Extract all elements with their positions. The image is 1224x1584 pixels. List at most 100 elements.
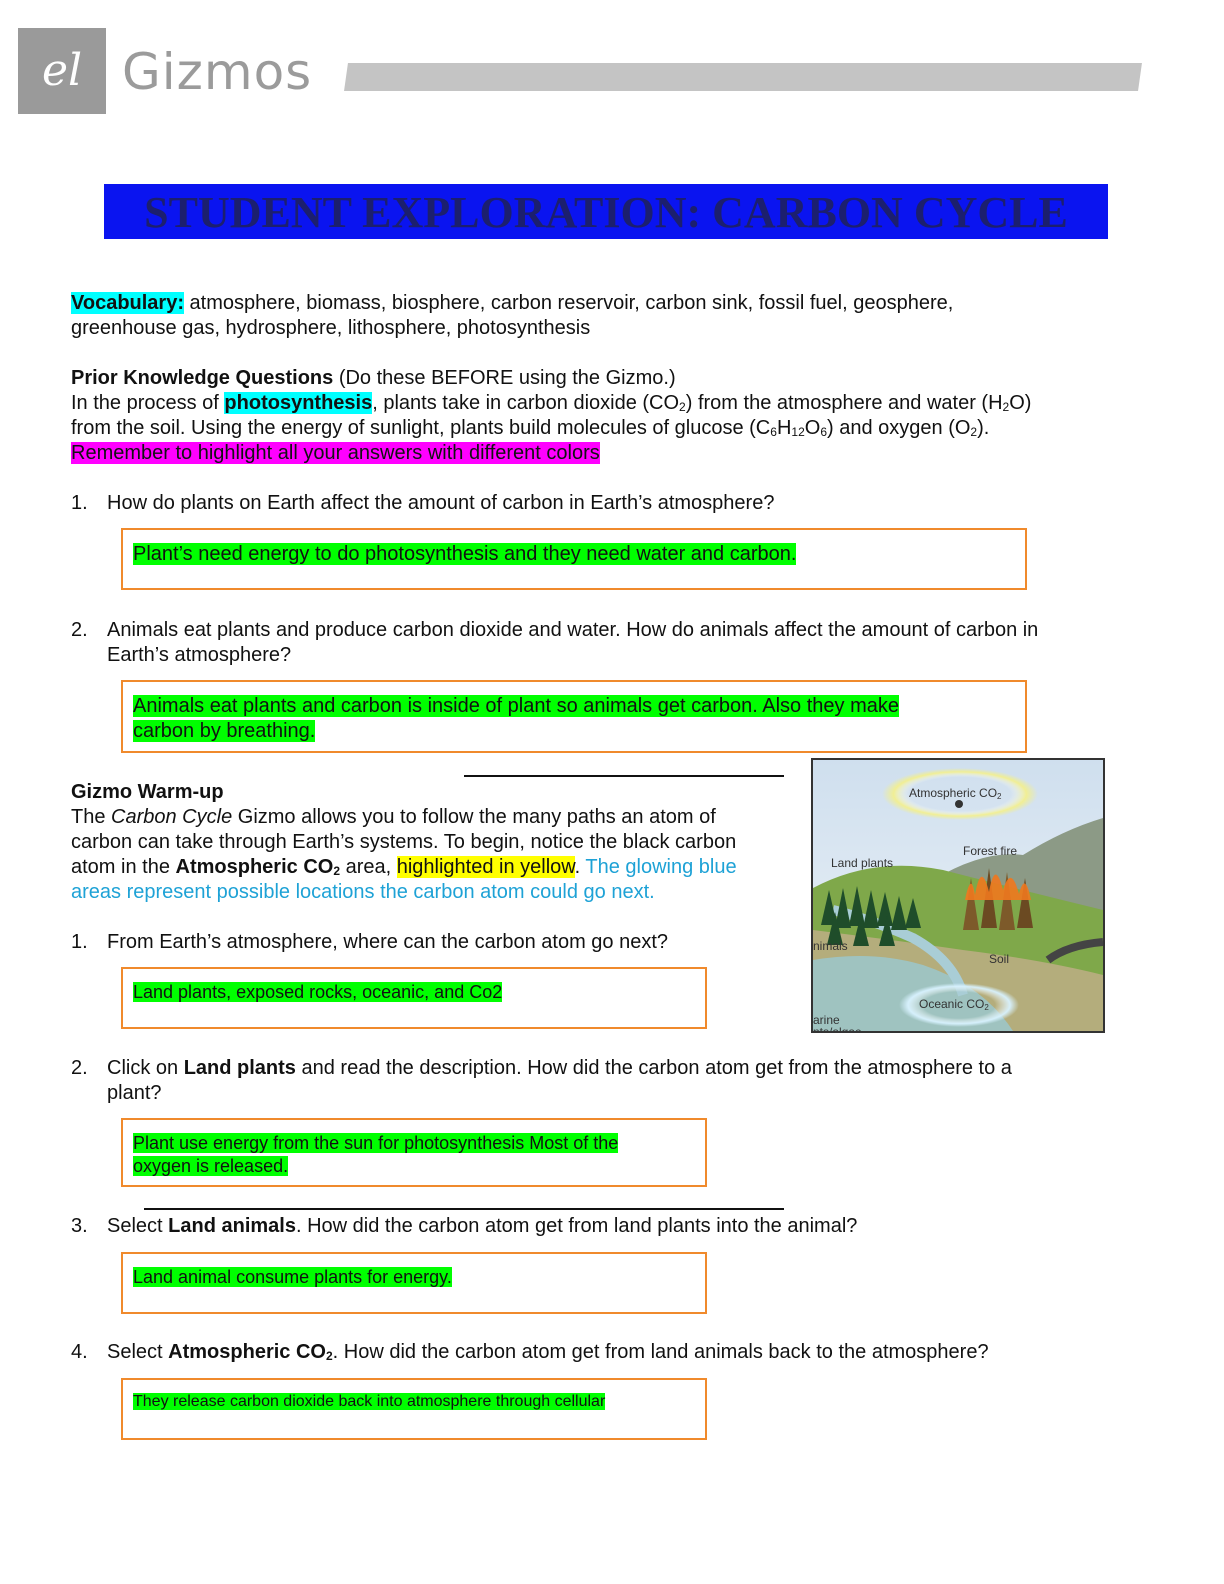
answer-box-warmup-q4[interactable]: They release carbon dioxide back into at…	[121, 1378, 707, 1440]
answer-text: They release carbon dioxide back into at…	[133, 1392, 606, 1412]
subscript: 2	[679, 400, 686, 414]
text: Atmospheric CO	[909, 786, 998, 800]
subscript: 2	[325, 1349, 333, 1363]
text: and read the description. How did the ca…	[295, 1057, 1012, 1079]
answer-line: Animals eat plants and carbon is inside …	[133, 695, 899, 717]
text: . How did the carbon atom get from land …	[295, 1215, 858, 1237]
text: O	[804, 417, 821, 439]
warmup-line-3: atom in the Atmospheric CO2 area, highli…	[71, 855, 737, 880]
subscript: 2	[333, 864, 341, 878]
prior-intro-line-1: In the process of photosynthesis, plants…	[71, 391, 1031, 416]
text: atom in the	[71, 856, 176, 878]
logo-glyph: el	[41, 45, 83, 96]
header-bar	[344, 63, 1142, 91]
subscript: 2	[997, 792, 1002, 801]
answer-box-prior-q2[interactable]: Animals eat plants and carbon is inside …	[121, 680, 1027, 753]
text: Click on	[107, 1057, 184, 1079]
gizmo-name: Carbon Cycle	[111, 806, 233, 828]
subscript: 2	[970, 425, 978, 439]
subscript: 6	[770, 425, 777, 439]
answer-box-warmup-q3[interactable]: Land animal consume plants for energy.	[121, 1252, 707, 1314]
answer-line: Plant use energy from the sun for photos…	[133, 1133, 619, 1153]
warmup-line-4: areas represent possible locations the c…	[71, 881, 655, 903]
answer-text: Plant use energy from the sun for photos…	[133, 1132, 619, 1178]
text: H	[776, 417, 792, 439]
road	[1045, 938, 1103, 964]
vocabulary-line-2: greenhouse gas, hydrosphere, lithosphere…	[71, 317, 591, 339]
text: .	[574, 856, 586, 878]
question-number: 4.	[71, 1341, 88, 1363]
answer-box-warmup-q1[interactable]: Land plants, exposed rocks, oceanic, and…	[121, 967, 707, 1029]
yellow-highlight: highlighted in yellow	[396, 856, 575, 878]
label-forest-fire: Forest fire	[963, 844, 1018, 858]
prior-heading: Prior Knowledge Questions (Do these BEFO…	[71, 366, 676, 391]
answer-line: carbon by breathing.	[133, 720, 316, 742]
answer-line: Land plants, exposed rocks, oceanic, and…	[133, 982, 503, 1002]
bold-term: Atmospheric CO	[175, 856, 334, 878]
text: Oceanic CO	[919, 997, 985, 1011]
vocabulary-terms: atmosphere, biomass, biosphere, carbon r…	[184, 292, 954, 314]
answer-box-prior-q1[interactable]: Plant’s need energy to do photosynthesis…	[121, 528, 1027, 590]
question-text: Animals eat plants and produce carbon di…	[107, 619, 1039, 641]
page-title: STUDENT EXPLORATION: CARBON CYCLE	[144, 188, 1068, 237]
warmup-q4: 4. Select Atmospheric CO2. How did the c…	[71, 1340, 989, 1365]
question-number: 2.	[71, 619, 88, 641]
label-marine-2: nts/algae	[813, 1025, 862, 1033]
label-animals: nimals	[813, 939, 848, 953]
warmup-line-1: The Carbon Cycle Gizmo allows you to fol…	[71, 805, 716, 830]
question-text: From Earth’s atmosphere, where can the c…	[107, 931, 669, 953]
text: In the process of	[71, 392, 225, 414]
warmup-q3: 3. Select Land animals. How did the carb…	[71, 1214, 857, 1239]
answer-line: oxygen is released.	[133, 1156, 289, 1176]
answer-box-warmup-q2[interactable]: Plant use energy from the sun for photos…	[121, 1118, 707, 1187]
answer-text: Plant’s need energy to do photosynthesis…	[133, 542, 797, 567]
question-number: 2.	[71, 1057, 88, 1079]
vocabulary-label: Vocabulary:	[71, 292, 184, 314]
blue-text: The glowing blue	[585, 856, 737, 878]
prior-heading-note: (Do these BEFORE using the Gizmo.)	[333, 367, 676, 389]
reminder-text: Remember to highlight all your answers w…	[71, 442, 600, 464]
warmup-line-2: carbon can take through Earth’s systems.…	[71, 831, 737, 853]
carbon-cycle-illustration	[813, 760, 1103, 1031]
warmup-q2-line-2: plant?	[107, 1082, 162, 1104]
atmospheric-glow	[882, 768, 1038, 820]
gizmos-logo: el	[18, 28, 106, 114]
text: Gizmo allows you to follow the many path…	[232, 806, 716, 828]
text: The	[71, 806, 112, 828]
subscript: 6	[820, 425, 827, 439]
divider-rule	[144, 1208, 784, 1210]
question-text: How do plants on Earth affect the amount…	[107, 492, 775, 514]
forest-fire-icon	[963, 868, 1033, 930]
divider-rule	[464, 775, 784, 777]
prior-q1: 1. How do plants on Earth affect the amo…	[71, 491, 774, 516]
subscript: 2	[984, 1003, 989, 1012]
photosynthesis-highlight: photosynthesis	[224, 392, 373, 414]
bold-term: Land animals	[168, 1215, 296, 1237]
label-land-plants: Land plants	[831, 856, 894, 870]
subscript: 2	[1002, 400, 1010, 414]
text: ) from the atmosphere and water (H	[685, 392, 1003, 414]
question-number: 1.	[71, 492, 88, 514]
text: ) and oxygen (O	[827, 417, 971, 439]
bold-term: Atmospheric CO	[168, 1341, 326, 1363]
label-marine-1: arine	[813, 1013, 840, 1027]
forest	[821, 886, 921, 946]
text: ).	[977, 417, 990, 439]
answer-line: They release carbon dioxide back into at…	[133, 1393, 606, 1410]
title-band	[104, 184, 1108, 239]
carbon-atom-icon	[955, 800, 963, 808]
oceanic-glow	[899, 983, 1019, 1027]
subscript: 12	[791, 425, 805, 439]
answer-text: Land plants, exposed rocks, oceanic, and…	[133, 981, 503, 1004]
text: from the soil. Using the energy of sunli…	[71, 417, 771, 439]
text: , plants take in carbon dioxide (CO	[372, 392, 680, 414]
prior-q2-line-2: Earth’s atmosphere?	[107, 644, 292, 666]
warmup-q1: 1. From Earth’s atmosphere, where can th…	[71, 930, 668, 955]
carbon-cycle-figure: Atmospheric CO2 Forest fire Land plants …	[811, 758, 1105, 1033]
prior-heading-label: Prior Knowledge Questions	[71, 367, 334, 389]
text: Select	[107, 1341, 169, 1363]
question-number: 3.	[71, 1215, 88, 1237]
warmup-heading-text: Gizmo Warm-up	[71, 781, 224, 803]
label-oceanic-co2: Oceanic CO2	[919, 997, 989, 1012]
label-soil: Soil	[989, 952, 1010, 966]
